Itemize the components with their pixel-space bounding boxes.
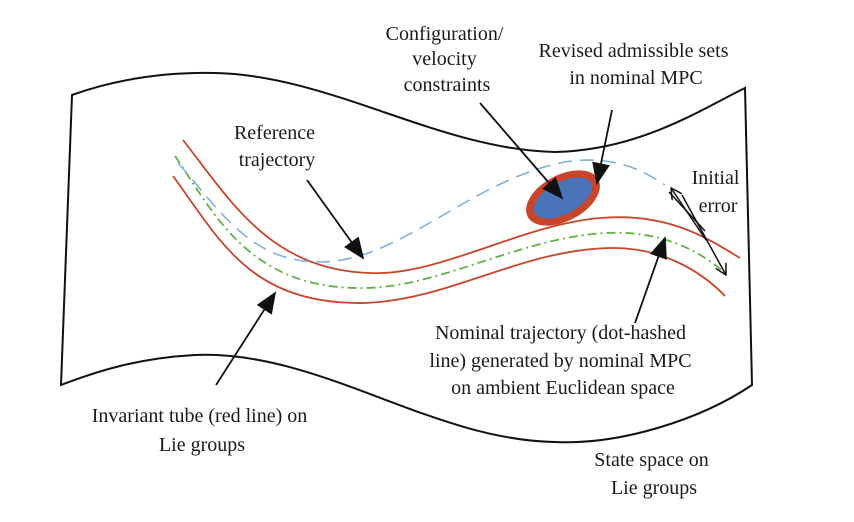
tube-lower-line <box>172 175 726 304</box>
arrow-reference <box>306 179 365 260</box>
tube-upper-line <box>182 139 741 274</box>
reference-trajectory-line <box>177 159 666 263</box>
initial-error-arrow-line <box>681 194 726 275</box>
label-initial-error: Initial error <box>692 167 745 217</box>
arrow-revised <box>592 109 613 185</box>
nominal-trajectory-line <box>174 155 728 289</box>
label-reference-trajectory: Reference trajectory <box>234 122 320 171</box>
label-state-space: State space on Lie groups <box>594 449 713 499</box>
arrow-nominal <box>634 236 667 324</box>
arrow-configuration <box>479 102 564 200</box>
label-invariant-tube: Invariant tube (red line) on Lie groups <box>92 405 312 456</box>
initial-error-arrow-back <box>671 188 707 241</box>
label-configuration: Configuration/ velocity constraints <box>386 23 509 96</box>
arrow-invariant <box>215 291 277 386</box>
label-nominal-trajectory: Nominal trajectory (dot-hashed line) gen… <box>429 322 696 399</box>
label-revised-admissible-sets: Revised admissible sets in nominal MPC <box>539 40 734 89</box>
